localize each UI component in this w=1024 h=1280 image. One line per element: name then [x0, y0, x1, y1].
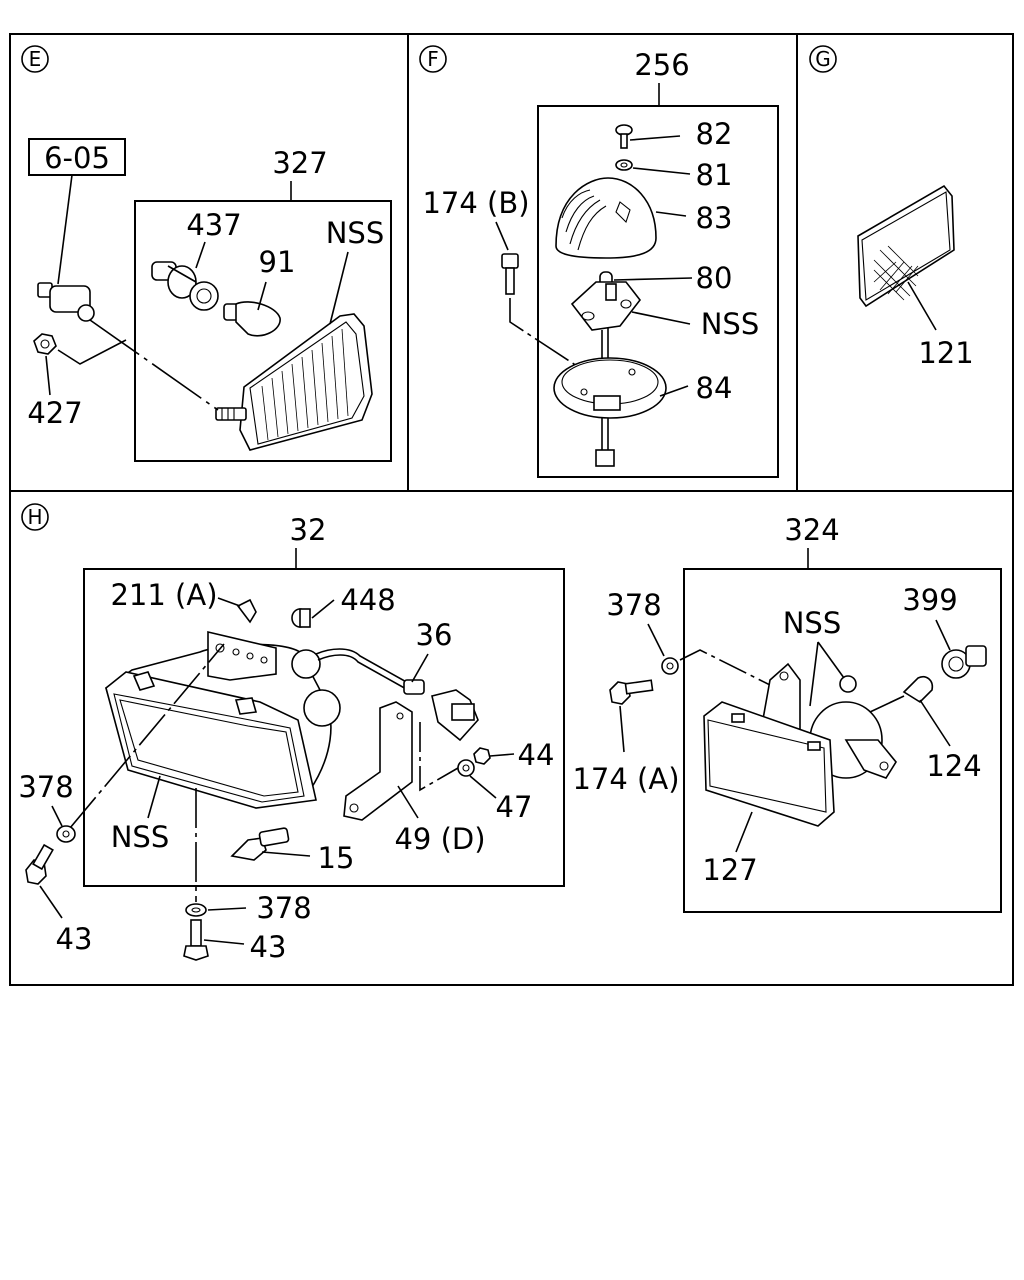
section-e: E 6-05 327 437 91 — [21, 45, 392, 462]
label-127: 127 — [702, 853, 757, 887]
bolt-43-bottom — [183, 919, 209, 961]
wedge-bulb-6-05 — [37, 282, 95, 322]
label-211a: 211 (A) — [110, 578, 217, 612]
socket-437 — [151, 261, 219, 311]
label-32: 32 — [290, 513, 327, 547]
washer-378-bottom — [185, 903, 207, 917]
label-44: 44 — [518, 738, 555, 772]
label-427: 427 — [27, 396, 82, 430]
wire-harness-36 — [315, 648, 411, 685]
nut-427 — [33, 333, 57, 355]
label-378-right: 378 — [606, 588, 661, 622]
label-36: 36 — [416, 618, 453, 652]
label-nss-h-right: NSS — [783, 606, 842, 640]
washer-81 — [615, 159, 633, 171]
label-378-left: 378 — [18, 770, 73, 804]
section-g: G 121 — [809, 45, 974, 370]
label-256: 256 — [634, 48, 689, 82]
label-324: 324 — [784, 513, 839, 547]
label-84: 84 — [696, 371, 733, 405]
reference-box-6-05[interactable]: 6-05 — [28, 138, 126, 176]
section-marker-g: G — [809, 45, 837, 73]
section-f: F 256 82 81 83 — [419, 45, 779, 478]
washer-47 — [457, 759, 475, 777]
connector-84 — [595, 449, 615, 467]
label-121: 121 — [918, 336, 973, 370]
reflector-121 — [857, 184, 955, 308]
bulb-124 — [902, 675, 934, 704]
svg-text:E: E — [29, 47, 42, 71]
label-81: 81 — [696, 158, 733, 192]
label-43-bottom: 43 — [250, 930, 287, 964]
fog-lamp-32 — [105, 630, 341, 809]
label-49d: 49 (D) — [394, 822, 485, 856]
diagram-frame — [9, 33, 1014, 986]
clip-211a — [236, 598, 257, 624]
svg-text:6-05: 6-05 — [44, 141, 110, 175]
section-marker-f: F — [419, 45, 447, 73]
label-nss-h-left: NSS — [111, 820, 170, 854]
label-91: 91 — [259, 245, 296, 279]
bracket-49d — [343, 701, 413, 821]
label-174a: 174 (A) — [572, 762, 679, 796]
section-h: H 32 211 (A) 448 — [18, 503, 1002, 964]
label-82: 82 — [696, 117, 733, 151]
bolt-43-left — [25, 843, 54, 885]
section-marker-h: H — [21, 503, 49, 531]
label-437: 437 — [186, 208, 241, 242]
svg-text:G: G — [815, 47, 831, 71]
svg-text:F: F — [427, 47, 439, 71]
group-box-256 — [537, 105, 779, 478]
bulb-91 — [223, 301, 281, 337]
label-124: 124 — [926, 749, 981, 783]
group-box-327 — [134, 200, 392, 462]
bolt-174b — [501, 253, 519, 295]
dome-lens-83 — [555, 177, 657, 259]
svg-text:H: H — [27, 505, 42, 529]
label-nss-f: NSS — [701, 307, 760, 341]
socket-plate — [570, 281, 642, 331]
washer-378-left — [56, 825, 76, 843]
connector-36 — [403, 679, 479, 742]
screw-82 — [615, 124, 633, 149]
group-box-324 — [683, 568, 1002, 913]
label-nss-e: NSS — [326, 216, 385, 250]
cap-448 — [291, 608, 311, 628]
label-378-bottom: 378 — [256, 891, 311, 925]
label-399: 399 — [902, 583, 957, 617]
group-box-32 — [83, 568, 565, 887]
label-80: 80 — [696, 261, 733, 295]
label-43-left: 43 — [56, 922, 93, 956]
section-marker-e: E — [21, 45, 49, 73]
nut-44 — [473, 747, 491, 765]
base-84 — [553, 357, 667, 419]
label-174b: 174 (B) — [422, 186, 529, 220]
label-83: 83 — [696, 201, 733, 235]
washer-378-right — [661, 657, 679, 675]
bolt-174a — [609, 679, 654, 705]
bulb-15 — [230, 827, 290, 861]
fog-lamp-127 — [703, 662, 897, 827]
label-327: 327 — [272, 146, 327, 180]
socket-399 — [941, 645, 987, 679]
side-lamp — [215, 313, 373, 451]
label-47: 47 — [496, 790, 533, 824]
label-15: 15 — [318, 841, 355, 875]
label-448: 448 — [340, 583, 395, 617]
cap-nss-right — [839, 675, 857, 693]
